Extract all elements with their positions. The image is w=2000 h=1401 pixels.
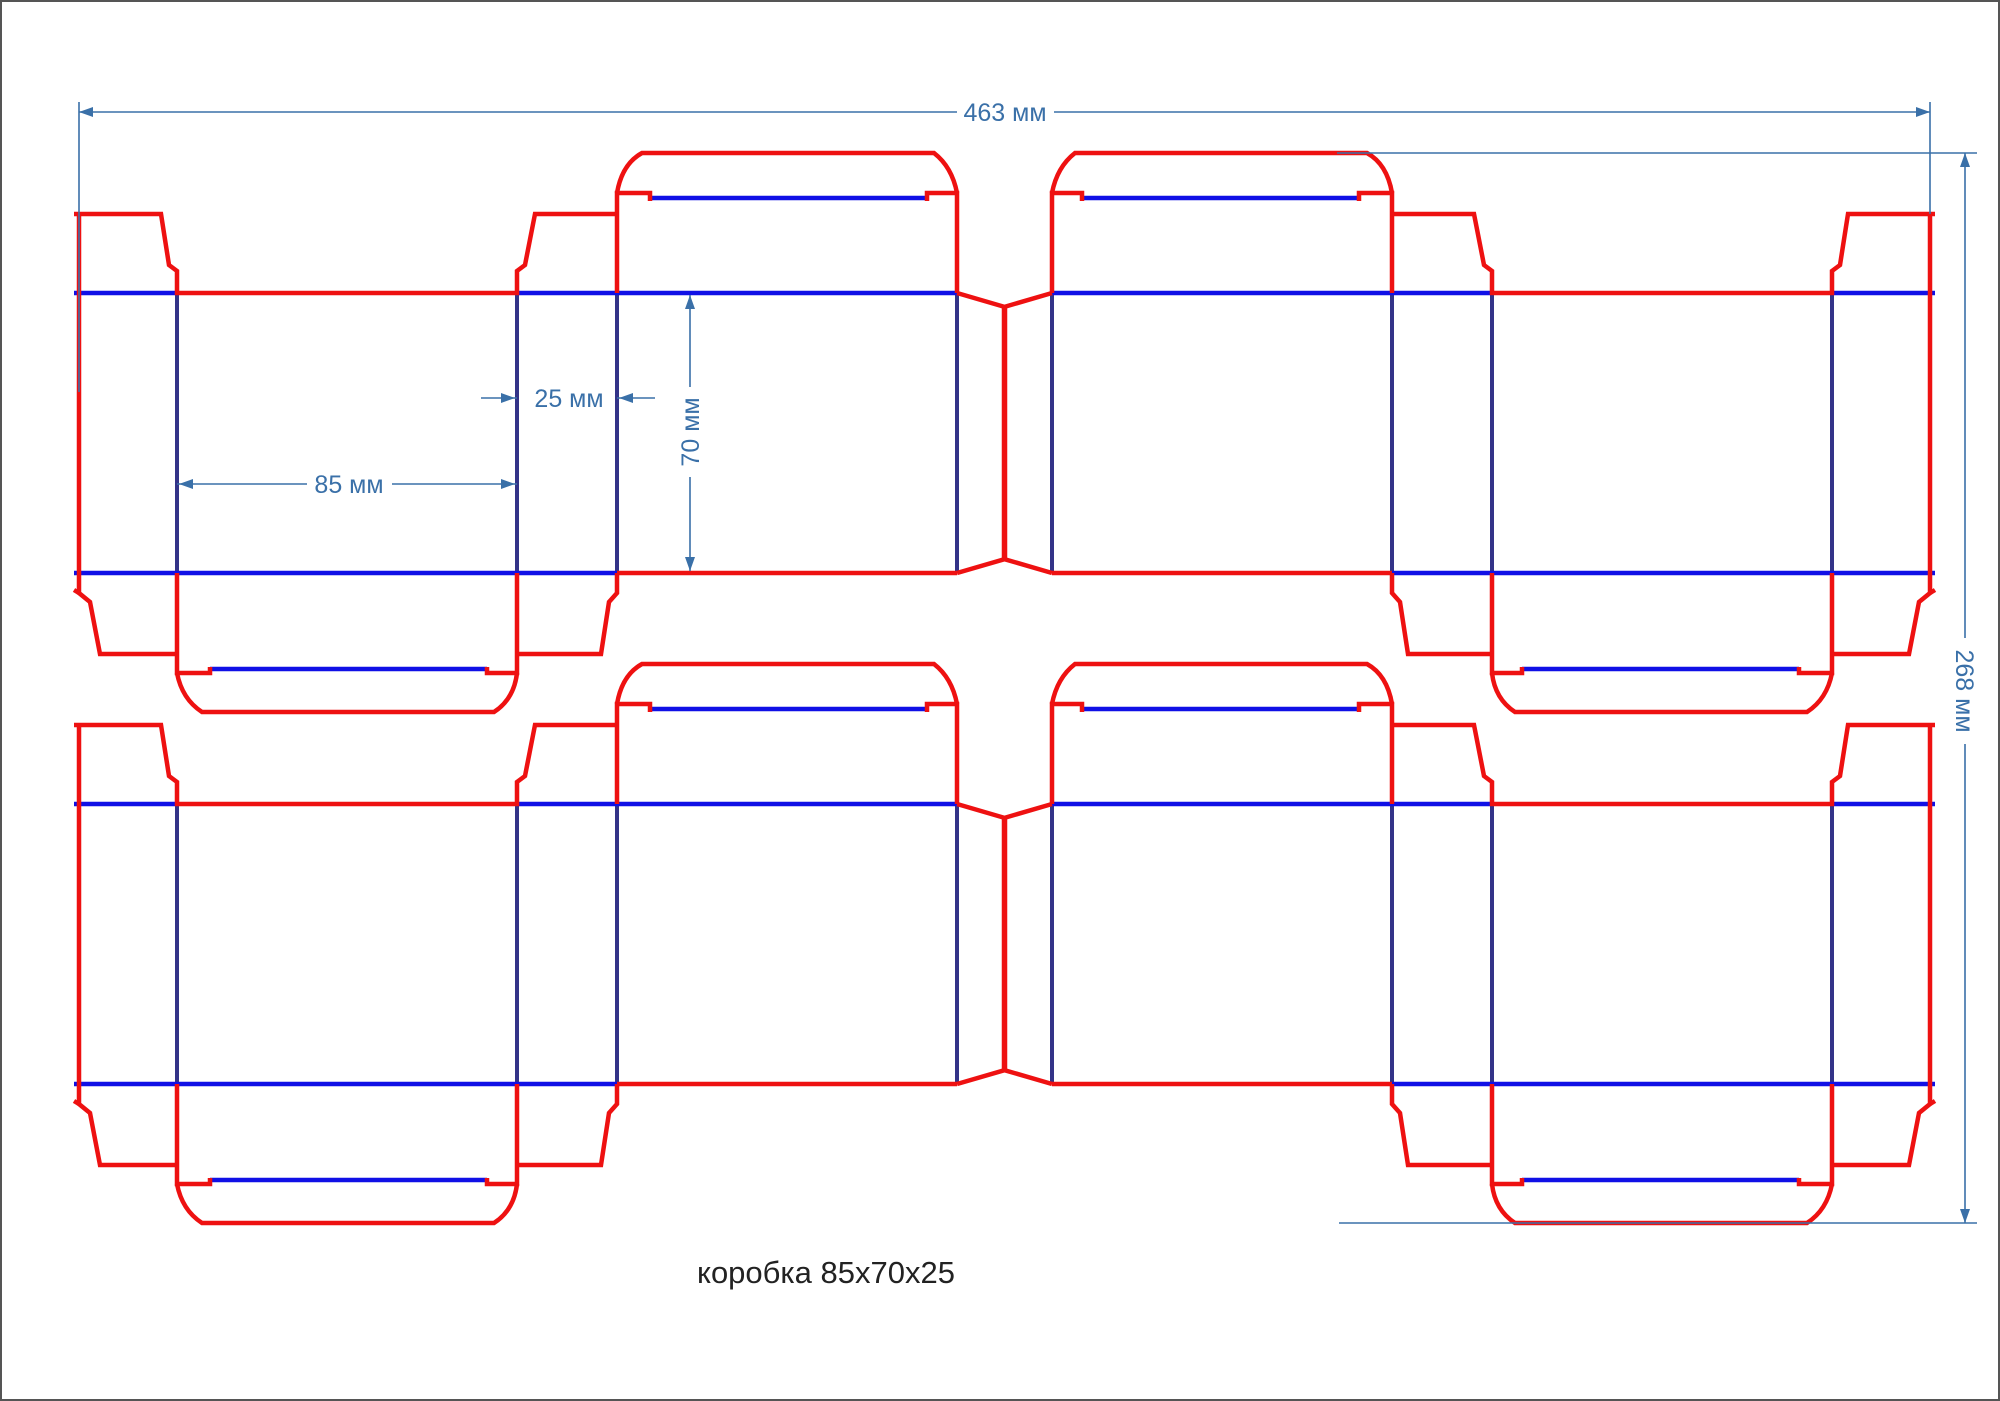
- box-row-1: [74, 153, 1935, 712]
- dimension-side-width: 25 мм: [481, 385, 655, 413]
- total-height-label: 268 мм: [1950, 649, 1978, 732]
- dimension-panel-height: 70 мм: [677, 295, 705, 571]
- total-width-label: 463 мм: [963, 99, 1046, 127]
- box-row-2: [74, 664, 1935, 1223]
- panel-height-label: 70 мм: [677, 397, 705, 466]
- dimension-total-width: 463 мм: [78, 99, 1931, 392]
- drawing-caption: коробка 85x70x25: [697, 1255, 955, 1290]
- side-width-label: 25 мм: [534, 385, 603, 413]
- dimension-panel-width: 85 мм: [177, 471, 517, 499]
- panel-width-label: 85 мм: [314, 471, 383, 499]
- dimension-total-height: 268 мм: [1337, 152, 1978, 1224]
